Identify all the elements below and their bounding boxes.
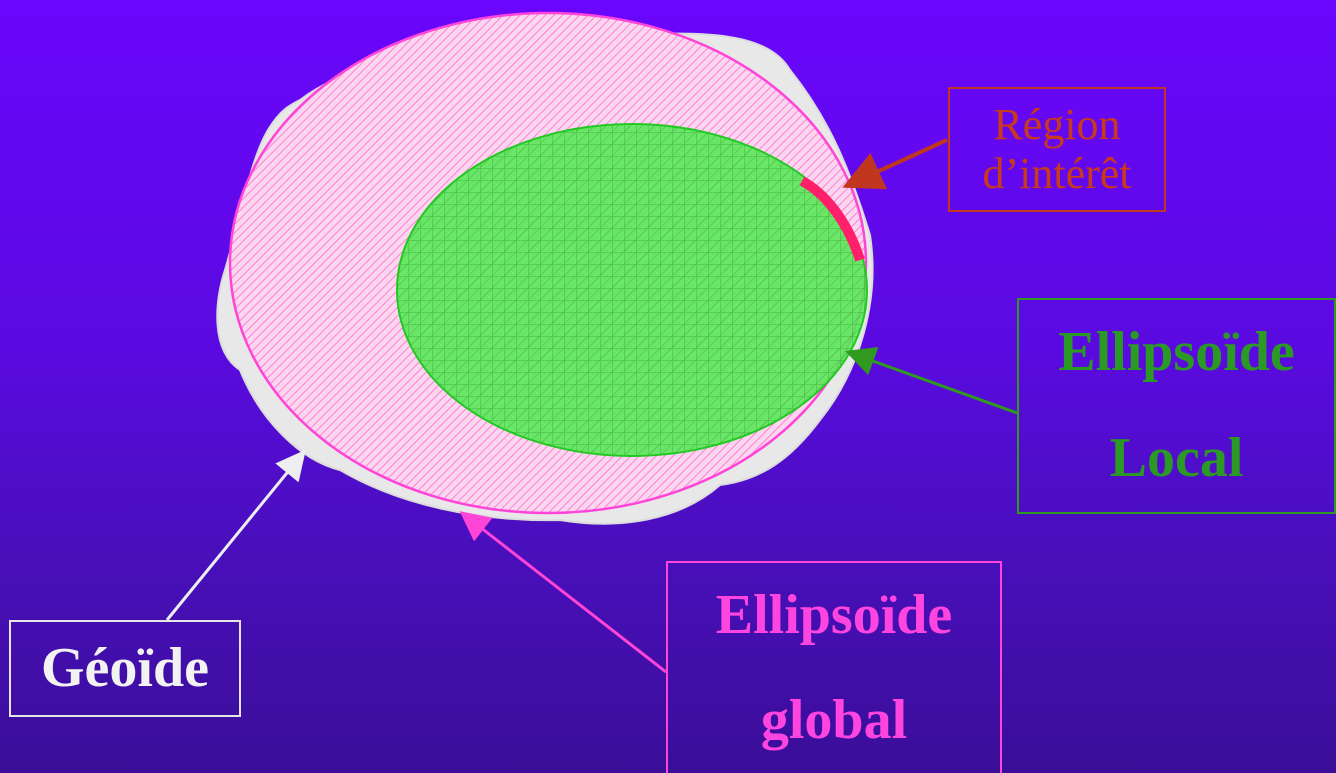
region-of-interest-label: Région d’intérêt	[948, 87, 1166, 212]
region-label-line-2: d’intérêt	[982, 150, 1131, 198]
global-ellipsoid-label: Ellipsoïde global	[666, 561, 1002, 773]
local-ellipsoid	[397, 124, 867, 456]
global-label-line-2: global	[761, 690, 907, 752]
local-ellipsoid-label: Ellipsoïde Local	[1017, 298, 1336, 514]
local-label-line-2: Local	[1110, 428, 1244, 490]
region-label-line-1: Région	[993, 101, 1120, 149]
local-label-line-1: Ellipsoïde	[1058, 322, 1295, 384]
local-arrow	[848, 352, 1017, 413]
region-arrow	[846, 140, 947, 186]
geoide-arrow	[167, 452, 304, 620]
geoide-label: Géoïde	[9, 620, 241, 717]
geoide-label-text: Géoïde	[41, 638, 209, 700]
global-arrow	[462, 513, 666, 672]
global-label-line-1: Ellipsoïde	[716, 585, 953, 647]
